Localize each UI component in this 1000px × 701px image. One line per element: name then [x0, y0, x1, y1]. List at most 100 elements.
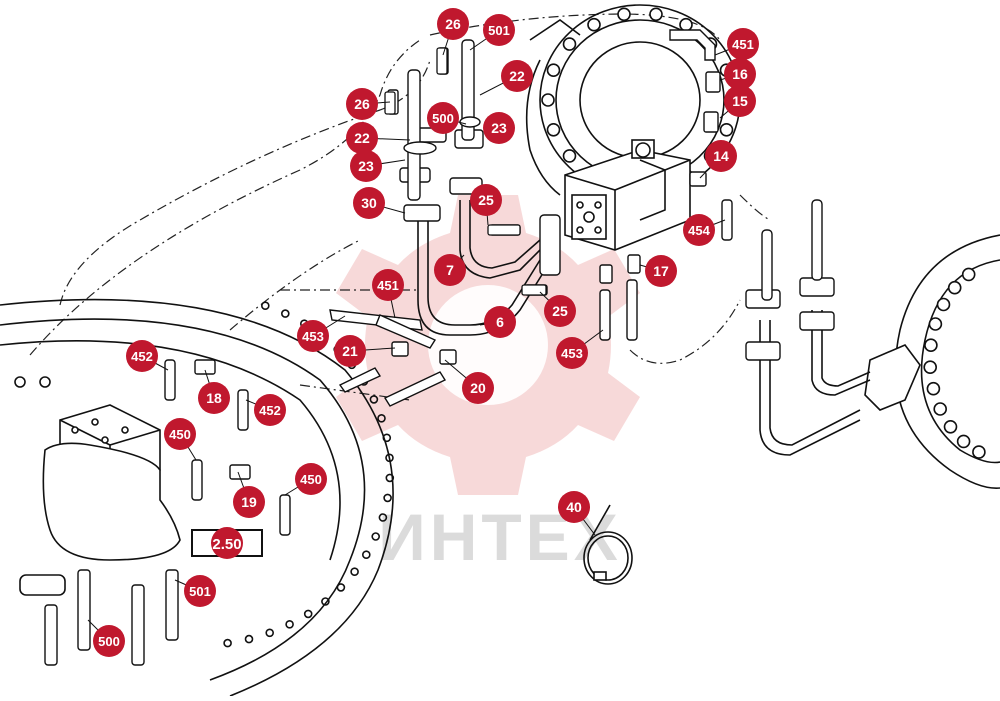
- part-callout: 451: [727, 28, 759, 60]
- drive-bolt: [649, 7, 663, 22]
- part-callout: 22: [501, 60, 533, 92]
- sprocket-bolt: [936, 297, 951, 312]
- callout-number: 20: [470, 380, 486, 396]
- callout-badge: [198, 382, 230, 414]
- callout-badge: [470, 184, 502, 216]
- bolt-hole: [223, 638, 232, 648]
- callout-badge: [483, 112, 515, 144]
- bolt-hole: [361, 550, 371, 560]
- sprocket-bolt: [956, 434, 971, 449]
- callout-number: 6: [496, 314, 504, 330]
- part-callout: 453: [556, 337, 588, 369]
- callout-badge: [346, 122, 378, 154]
- part-callout: 26: [437, 8, 469, 40]
- bolt-hole: [385, 453, 394, 463]
- part-callout: 23: [350, 150, 382, 182]
- part-callout: 452: [126, 340, 158, 372]
- part-callout: 23: [483, 112, 515, 144]
- drive-bolt: [719, 123, 734, 137]
- bolt-hole: [369, 395, 379, 404]
- callout-number: 16: [732, 66, 748, 82]
- bolt-hole: [280, 309, 290, 318]
- part-callout: 452: [254, 394, 286, 426]
- right-sprocket: [864, 234, 1000, 489]
- part-callout: 7: [434, 254, 466, 286]
- bolt-hole: [321, 597, 330, 606]
- reference-box-badge: [211, 527, 243, 559]
- callout-number: 22: [354, 130, 370, 146]
- callout-badge: [724, 58, 756, 90]
- callout-number: 451: [377, 278, 399, 293]
- bolt-hole: [383, 493, 392, 503]
- part-callout: 25: [470, 184, 502, 216]
- callout-number: 15: [732, 93, 748, 109]
- callout-number: 450: [169, 427, 191, 442]
- bolt-hole: [382, 433, 392, 443]
- swing-motor: [14, 376, 181, 596]
- part-callout: 19: [233, 486, 265, 518]
- callout-badge: [645, 255, 677, 287]
- bolt-hole: [385, 473, 395, 483]
- callout-number: 40: [566, 499, 582, 515]
- callout-badge: [437, 8, 469, 40]
- callout-badge: [254, 394, 286, 426]
- callout-number: 26: [354, 96, 370, 112]
- callout-badge: [683, 214, 715, 246]
- callout-badge: [93, 625, 125, 657]
- callout-badge: [334, 335, 366, 367]
- sprocket-bolt: [972, 445, 986, 459]
- bolt-hole: [285, 619, 294, 629]
- bolt-hole: [371, 532, 381, 541]
- callout-badge: [372, 269, 404, 301]
- callout-number: 25: [478, 192, 494, 208]
- callout-number: 451: [732, 37, 754, 52]
- callout-number: 450: [300, 472, 322, 487]
- part-callout: 450: [295, 463, 327, 495]
- drive-bolt: [562, 37, 577, 51]
- callout-badge: [501, 60, 533, 92]
- callout-badge: [727, 28, 759, 60]
- drive-bolt: [546, 123, 561, 137]
- callout-badge: [346, 88, 378, 120]
- callout-badge: [705, 140, 737, 172]
- callout-badge: [556, 337, 588, 369]
- callout-badge: [184, 575, 216, 607]
- bolt-hole: [260, 301, 270, 311]
- callout-badge: [350, 150, 382, 182]
- part-callout: 14: [705, 140, 737, 172]
- sprocket-bolt: [928, 317, 943, 331]
- callout-badge: [164, 418, 196, 450]
- right-sprocket-bolts: [923, 267, 986, 459]
- callout-number: 21: [342, 343, 358, 359]
- part-callout: 17: [645, 255, 677, 287]
- reference-box-label: 2.50: [212, 536, 241, 553]
- callout-badge: [724, 85, 756, 117]
- callout-badge: [558, 491, 590, 523]
- part-callout: 454: [683, 214, 715, 246]
- callout-number: 452: [259, 403, 281, 418]
- callout-number: 501: [189, 584, 211, 599]
- part-callout: 21: [334, 335, 366, 367]
- drive-bolt: [587, 17, 601, 32]
- callout-number: 500: [98, 634, 120, 649]
- callout-number: 7: [446, 262, 454, 278]
- callout-badge: [126, 340, 158, 372]
- part-callout: 501: [184, 575, 216, 607]
- callouts: 26 501 451 22 16 26 15 500 23 22 23 14 30 25 454 7 17 451…: [93, 8, 759, 657]
- valve-block: [564, 139, 691, 251]
- drive-bolt: [541, 93, 555, 107]
- callout-number: 500: [432, 111, 454, 126]
- callout-badge: [483, 14, 515, 46]
- drive-bolt: [562, 149, 577, 163]
- routing-lines: [29, 13, 771, 401]
- callout-badge: [462, 372, 494, 404]
- part-callout: 450: [164, 418, 196, 450]
- bolt-hole: [265, 628, 275, 638]
- watermark-gear: [336, 195, 640, 495]
- callout-number: 30: [361, 195, 377, 211]
- part-callout: 500: [93, 625, 125, 657]
- part-callout: 22: [346, 122, 378, 154]
- part-callout: 20: [462, 372, 494, 404]
